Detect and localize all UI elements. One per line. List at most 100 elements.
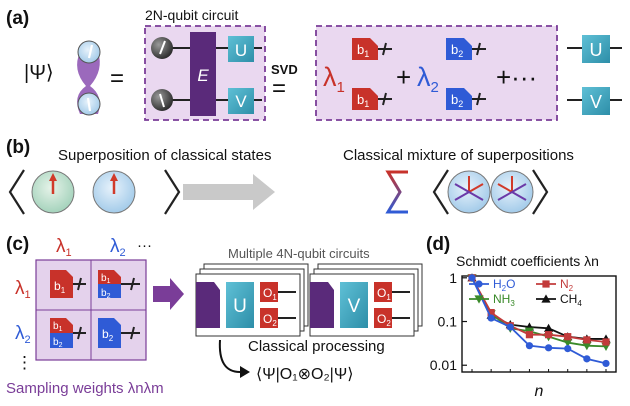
circuit-stack-U: U O1 O2: [195, 263, 309, 337]
gate-E: [190, 32, 216, 116]
y-tick-label: 0.1: [438, 314, 458, 330]
svg-text:b2: b2: [101, 288, 111, 300]
circuit-stack-V: V O1 O2: [309, 263, 423, 337]
sigma-symbol: [385, 170, 408, 214]
cell-b1-b1: b1: [50, 270, 86, 298]
b2-top-label: b2: [451, 42, 463, 59]
data-point: [564, 345, 572, 353]
svg-text:O2: O2: [263, 312, 277, 328]
data-point: [544, 331, 553, 339]
svg-text:b1: b1: [53, 321, 63, 333]
data-point: [583, 355, 591, 363]
chart-title: Schmidt coefficients λn: [456, 253, 599, 269]
lambda1: λ1: [323, 62, 345, 96]
row-lambda1: λ1: [15, 278, 31, 301]
data-point: [543, 323, 554, 332]
data-point: [541, 294, 551, 303]
data-point: [487, 308, 495, 317]
circuit-title: 2N-qubit circuit: [145, 7, 238, 23]
col-dots: ···: [137, 237, 152, 254]
processing-arrowhead: [240, 366, 250, 378]
circuits-title: Multiple 4N-qubit circuits: [228, 246, 370, 261]
cell-b2-b2: b2: [98, 318, 140, 348]
svg-text:b1: b1: [101, 273, 111, 285]
data-point: [525, 331, 534, 339]
plus-1: +: [396, 62, 411, 92]
legend-label: H2O: [493, 277, 515, 293]
expectation-value: ⟨Ψ|O₁⊗O₂|Ψ⟩: [256, 366, 353, 383]
panel-a-label: (a): [6, 8, 29, 29]
sphere-mixed-2: [490, 170, 534, 214]
b2-bottom-label: b2: [451, 92, 463, 109]
svg-text:O2: O2: [377, 312, 391, 328]
y-tick-label: 0.01: [430, 357, 457, 373]
row-lambda2: λ2: [15, 323, 31, 346]
gate-U-c-label: U: [233, 296, 247, 317]
equals-sign: =: [110, 65, 124, 92]
data-point: [544, 344, 553, 352]
classical-mixture-arrow: [183, 174, 275, 210]
grid-to-circuits-arrow: [153, 278, 184, 310]
panel-c-label: (c): [6, 234, 29, 255]
gate-U-a: [228, 36, 254, 62]
gate-V-a: [228, 88, 254, 114]
panel-b-label: (b): [6, 137, 30, 158]
svg-text:b1: b1: [54, 279, 66, 295]
data-point: [542, 280, 550, 288]
lambda2: λ2: [417, 62, 439, 96]
row-dots: ⋮: [16, 353, 33, 372]
gate-U-out: [582, 35, 610, 63]
gate-U-a-label: U: [235, 41, 247, 60]
mixture-title: Classical mixture of superpositions: [343, 147, 574, 164]
y-tick-label: 1: [449, 270, 457, 286]
legend-label: NH3: [493, 292, 515, 308]
legend-label: CH4: [560, 292, 582, 308]
gate-V-a-label: V: [235, 92, 247, 111]
data-point: [487, 314, 495, 322]
plot-frame: [461, 275, 617, 373]
svg-text:O1: O1: [377, 286, 391, 302]
sphere-mixed-1: [447, 170, 491, 214]
sphere-up-1: [31, 170, 75, 214]
data-point: [582, 342, 592, 351]
b1-gates: [352, 38, 392, 110]
data-point: [563, 338, 573, 348]
data-point: [602, 338, 610, 346]
legend-label: N2: [560, 277, 574, 293]
psi-ket: |Ψ⟩: [24, 62, 54, 84]
data-point: [564, 333, 572, 341]
mixture-bracket: [432, 169, 549, 215]
two-qubit-state-icon: [77, 40, 101, 116]
superposition-bracket: [8, 169, 181, 215]
svd-equals: =: [272, 75, 286, 102]
processing-arrow: [218, 339, 241, 373]
svg-text:O1: O1: [263, 286, 277, 302]
panel-d-label: (d): [426, 234, 450, 255]
svd-label: SVD: [271, 62, 298, 77]
data-point: [475, 280, 483, 288]
svg-text:b2: b2: [102, 327, 114, 343]
data-point: [583, 336, 591, 344]
svg-text:b2: b2: [53, 337, 63, 349]
data-point: [506, 323, 514, 331]
superposition-title: Superposition of classical states: [58, 147, 271, 164]
col-lambda2: λ2: [110, 236, 126, 259]
data-point: [474, 295, 484, 304]
plus-dots: +···: [496, 62, 537, 92]
cell-b2-b1: b1 b2: [50, 318, 86, 349]
sphere-up-2: [92, 170, 136, 214]
gate-V-out-label: V: [590, 92, 602, 112]
classical-processing-label: Classical processing: [248, 338, 385, 355]
col-lambda1: λ1: [56, 236, 72, 259]
gate-V-out: [582, 87, 610, 115]
b1-bottom-label: b1: [357, 92, 369, 109]
data-point: [468, 274, 476, 282]
gate-U-out-label: U: [590, 40, 603, 60]
gate-E-label: E: [197, 66, 209, 85]
sampling-weights: Sampling weights λnλm: [6, 380, 164, 397]
data-point: [525, 342, 534, 350]
b2-gates: [446, 38, 486, 110]
data-point: [602, 359, 610, 368]
